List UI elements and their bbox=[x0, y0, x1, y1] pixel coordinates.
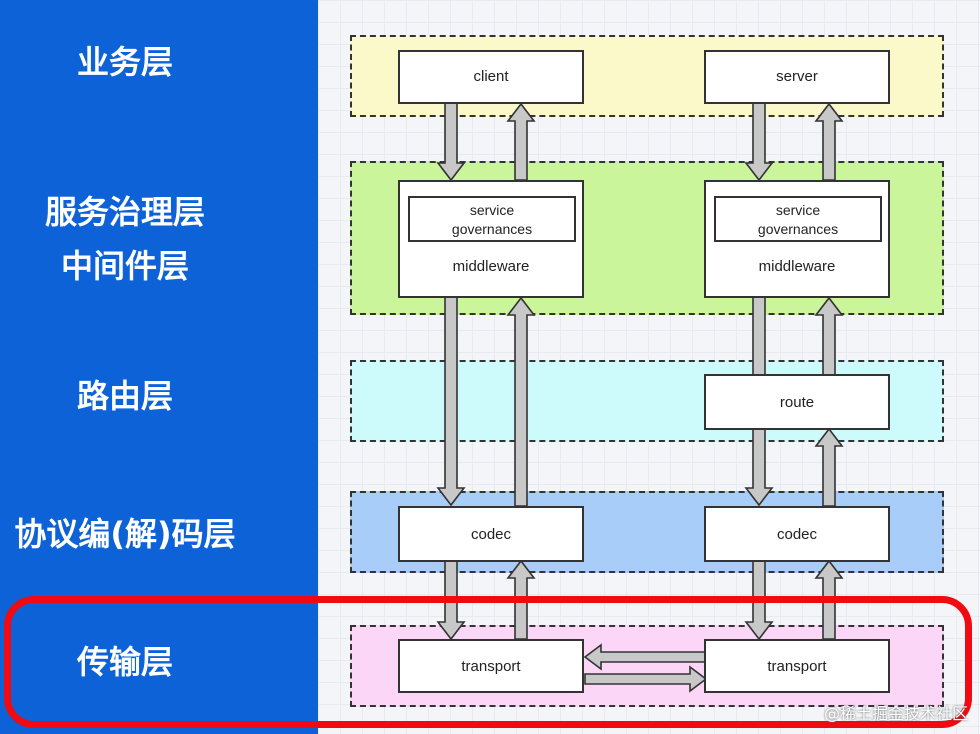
client-box: client bbox=[398, 50, 584, 104]
transport-label-right: transport bbox=[767, 658, 827, 675]
client-label: client bbox=[473, 68, 509, 85]
service-governances-box-left: service governances bbox=[408, 196, 576, 242]
transport-box-left: transport bbox=[398, 639, 584, 693]
middleware-label-left: middleware bbox=[452, 258, 530, 275]
transport-layer-highlight bbox=[4, 596, 972, 728]
service-label-left: service bbox=[469, 202, 515, 218]
codec-box-left: codec bbox=[398, 506, 584, 562]
layer-label-transport: 传输层 bbox=[76, 643, 173, 681]
layer-label-business: 业务层 bbox=[76, 43, 173, 81]
codec-box-right: codec bbox=[704, 506, 890, 562]
middleware-box-left: service governances middleware bbox=[398, 180, 584, 298]
layer-label-service-governance: 服务治理层 bbox=[44, 193, 205, 231]
codec-label-left: codec bbox=[470, 526, 512, 543]
server-box: server bbox=[704, 50, 890, 104]
layer-label-panel bbox=[0, 0, 318, 734]
middleware-label-right: middleware bbox=[758, 258, 836, 275]
service-governances-box-right: service governances bbox=[714, 196, 882, 242]
layer-label-codec: 协议编(解)码层 bbox=[14, 515, 236, 553]
server-label: server bbox=[776, 68, 818, 85]
codec-label-right: codec bbox=[776, 526, 818, 543]
watermark: @稀土掘金技术社区 bbox=[823, 704, 968, 723]
layer-label-middleware: 中间件层 bbox=[60, 247, 189, 285]
route-label: route bbox=[779, 394, 815, 411]
service-label-right: service bbox=[775, 202, 821, 218]
governances-label-right: governances bbox=[757, 221, 839, 237]
layer-label-route: 路由层 bbox=[76, 377, 173, 415]
governances-label-left: governances bbox=[451, 221, 533, 237]
route-box: route bbox=[704, 374, 890, 430]
transport-box-right: transport bbox=[704, 639, 890, 693]
middleware-box-right: service governances middleware bbox=[704, 180, 890, 298]
transport-label-left: transport bbox=[461, 658, 521, 675]
